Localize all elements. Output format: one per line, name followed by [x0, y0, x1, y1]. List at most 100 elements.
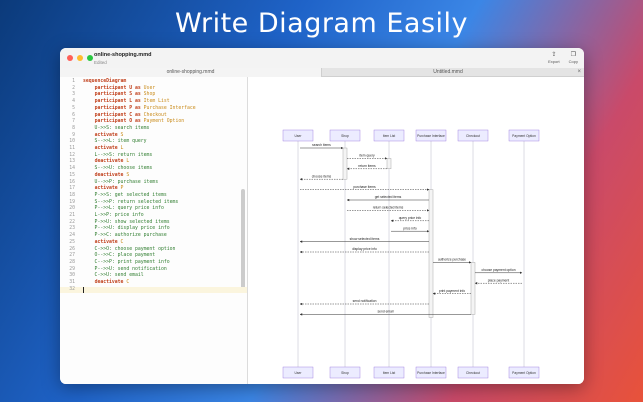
code-line[interactable]: 8 U->>S: search items	[60, 126, 247, 133]
code-line[interactable]: 29 P-->>U: send notification	[60, 267, 247, 274]
zoom-window-button[interactable]	[87, 55, 93, 61]
message-label: price info	[403, 226, 417, 230]
code-line[interactable]: 11 activate L	[60, 146, 247, 153]
code-line[interactable]: 32	[60, 286, 247, 294]
window-controls	[67, 55, 93, 61]
close-tab-icon[interactable]: ×	[577, 69, 581, 75]
message-label: purchase items	[353, 185, 376, 189]
participant-box	[282, 129, 314, 142]
code-text: deactivate C	[83, 280, 130, 287]
code-line[interactable]: 10 S-->>L: item query	[60, 139, 247, 146]
code-token: C-->>P: print payment info	[83, 259, 170, 265]
copy-button[interactable]: ❐ Copy	[569, 52, 578, 64]
activation-bar	[428, 189, 434, 318]
code-token: sequenceDiagram	[83, 79, 127, 84]
code-line[interactable]: 21 L->>P: price info	[60, 213, 247, 220]
line-number: 4	[72, 99, 75, 105]
code-text: P-->>U: display price info	[83, 226, 170, 233]
participant-box	[457, 129, 489, 142]
code-line[interactable]: 12 L-->>S: return items	[60, 153, 247, 160]
tab-online-shopping[interactable]: online-shopping.mmd	[60, 68, 322, 77]
code-token	[83, 106, 95, 111]
code-line[interactable]: 14 S-->>U: choose items	[60, 166, 247, 173]
line-number: 17	[69, 186, 75, 192]
code-line[interactable]: 2 participant U as User	[60, 86, 247, 93]
copy-label: Copy	[568, 59, 578, 64]
code-token: L	[123, 159, 130, 165]
line-number: 16	[69, 179, 75, 185]
code-line[interactable]: 20 P-->>L: query price info	[60, 206, 247, 213]
tab-untitled[interactable]: Untitled.mmd	[433, 69, 463, 75]
export-button[interactable]: ⇪ Export	[548, 52, 560, 64]
code-line[interactable]: 27 O-->>C: place payment	[60, 253, 247, 260]
code-text: participant O as Payment Option	[83, 119, 185, 126]
line-number: 25	[69, 239, 75, 245]
editor-scrollbar[interactable]	[241, 189, 245, 289]
line-number: 21	[69, 213, 75, 218]
participant-box	[508, 129, 540, 142]
code-token: U->>S: search items	[83, 125, 150, 131]
code-line[interactable]: 4 participant L as Item List	[60, 99, 247, 106]
message-label: print payment info	[439, 289, 465, 293]
code-text: activate S	[83, 132, 124, 140]
line-number: 19	[69, 199, 75, 205]
message-label: return selected items	[373, 206, 404, 210]
code-text: participant S as Shop	[83, 92, 156, 99]
code-line[interactable]: 31 deactivate C	[60, 280, 247, 287]
code-token: Payment Option	[143, 119, 185, 125]
code-token: U-->>P: purchase items	[83, 179, 159, 185]
tab-bar: online-shopping.mmd Untitled.mmd ×	[60, 68, 584, 77]
code-line[interactable]: 26 C->>O: choose payment option	[60, 247, 247, 254]
participant-label: Shop	[341, 134, 349, 138]
code-token: C->>U: send email	[83, 273, 144, 279]
close-window-button[interactable]	[67, 55, 73, 61]
code-line[interactable]: 15 deactivate S	[60, 173, 247, 180]
pane-divider[interactable]	[247, 77, 248, 384]
code-token: participant	[94, 112, 127, 118]
activation-bar	[470, 262, 476, 315]
headline: Write Diagram Easily	[174, 8, 469, 39]
text-cursor	[83, 286, 84, 293]
code-line[interactable]: 23 P-->>U: display price info	[60, 226, 247, 233]
code-text: deactivate L	[83, 159, 130, 166]
code-line[interactable]: 18 P->>S: get selected items	[60, 193, 247, 200]
line-number: 26	[69, 246, 75, 252]
code-token	[83, 186, 95, 191]
code-token: activate	[94, 239, 118, 245]
participant-box	[329, 366, 361, 379]
minimize-window-button[interactable]	[77, 55, 83, 61]
export-label: Export	[548, 59, 560, 64]
code-line[interactable]: 5 participant P as Purchase Interface	[60, 106, 247, 113]
line-number: 5	[72, 105, 75, 111]
code-line[interactable]: 13 deactivate L	[60, 159, 247, 166]
code-line[interactable]: 17 activate P	[60, 186, 247, 193]
code-text: activate C	[83, 239, 124, 247]
message-label: get selected items	[375, 195, 402, 199]
code-line[interactable]: 16 U-->>P: purchase items	[60, 180, 247, 187]
code-line[interactable]: 24 P->>C: authorize purchase	[60, 233, 247, 240]
line-number: 31	[69, 280, 75, 285]
code-line[interactable]: 19 S-->>P: return selected items	[60, 200, 247, 207]
line-number: 3	[72, 92, 75, 98]
code-line[interactable]: 9 activate S	[60, 133, 247, 140]
code-text: L-->>S: return items	[83, 153, 153, 160]
code-line[interactable]: 7 participant O as Payment Option	[60, 119, 247, 126]
code-token: activate	[94, 132, 118, 138]
code-token: S as	[126, 92, 144, 98]
message-label: search items	[312, 143, 331, 147]
title-bar: online-shopping.mmd Edited ⇪ Export ❐ Co…	[60, 48, 584, 68]
code-line[interactable]: 3 participant S as Shop	[60, 92, 247, 99]
line-number: 22	[69, 219, 75, 225]
code-line[interactable]: 30 C->>U: send email	[60, 273, 247, 280]
code-line[interactable]: 28 C-->>P: print payment info	[60, 260, 247, 267]
code-line[interactable]: 22 P->>U: show selected items	[60, 220, 247, 227]
code-line[interactable]: 25 activate C	[60, 240, 247, 247]
code-line[interactable]: 6 participant C as Checkout	[60, 113, 247, 120]
code-token	[83, 240, 95, 245]
participant-label: Checkout	[466, 134, 480, 138]
code-token: S-->>U: choose items	[83, 166, 153, 172]
code-text: U->>S: search items	[83, 125, 150, 133]
code-token: Item List	[143, 99, 170, 105]
